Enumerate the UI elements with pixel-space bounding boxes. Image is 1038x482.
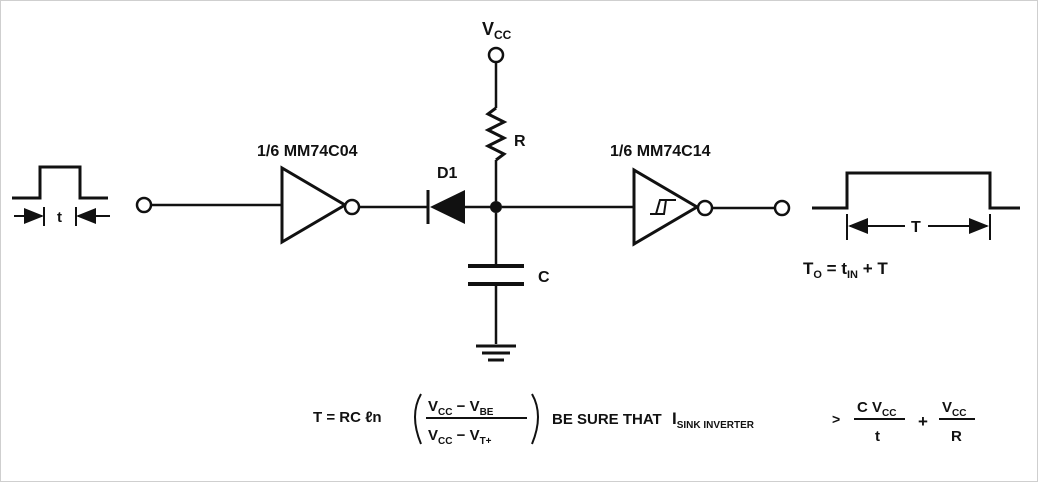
inverter1-label: 1/6 MM74C04 — [257, 143, 358, 160]
diode-d1 — [426, 190, 465, 224]
fraction2-denominator: R — [951, 428, 962, 445]
output-terminal — [773, 199, 791, 217]
sink-current-term: ISINK INVERTER — [672, 409, 755, 431]
fraction1-numerator: C VCC — [857, 399, 896, 419]
hysteresis-icon — [650, 199, 676, 215]
output-relation: TO = tIN + T — [803, 259, 888, 281]
inverter2-label: 1/6 MM74C14 — [610, 143, 711, 160]
formula-numerator: VCC − VBE — [428, 398, 494, 418]
diode-label: D1 — [437, 165, 458, 182]
resistor-r — [484, 106, 508, 162]
ground-symbol — [476, 344, 516, 362]
inverter-mm74c04 — [280, 165, 361, 245]
capacitor-c — [468, 264, 524, 286]
input-pulse-width-label: t — [57, 209, 62, 226]
capacitor-label: C — [538, 269, 550, 286]
plus-sign: + — [918, 412, 928, 431]
input-pulse-waveform: t — [12, 165, 110, 226]
output-pulse-waveform: T — [812, 171, 1020, 240]
resistor-label: R — [514, 133, 526, 150]
fraction1-denominator: t — [875, 428, 880, 445]
be-sure-text: BE SURE THAT — [552, 411, 662, 428]
greater-than-sign: > — [832, 411, 840, 427]
vcc-terminal — [487, 46, 505, 64]
timing-formula: T = RC ℓn VCC − VBE VCC − VT+ BE SURE TH… — [313, 393, 975, 447]
junction-node — [490, 201, 502, 213]
fraction2-numerator: VCC — [942, 399, 966, 419]
input-terminal — [135, 196, 153, 214]
formula-prefix: T = RC ℓn — [313, 409, 382, 426]
formula-denominator: VCC − VT+ — [428, 427, 492, 447]
schmitt-inverter-mm74c14 — [632, 167, 714, 247]
vcc-label: VCC — [482, 19, 512, 42]
output-pulse-width-label: T — [911, 219, 921, 236]
